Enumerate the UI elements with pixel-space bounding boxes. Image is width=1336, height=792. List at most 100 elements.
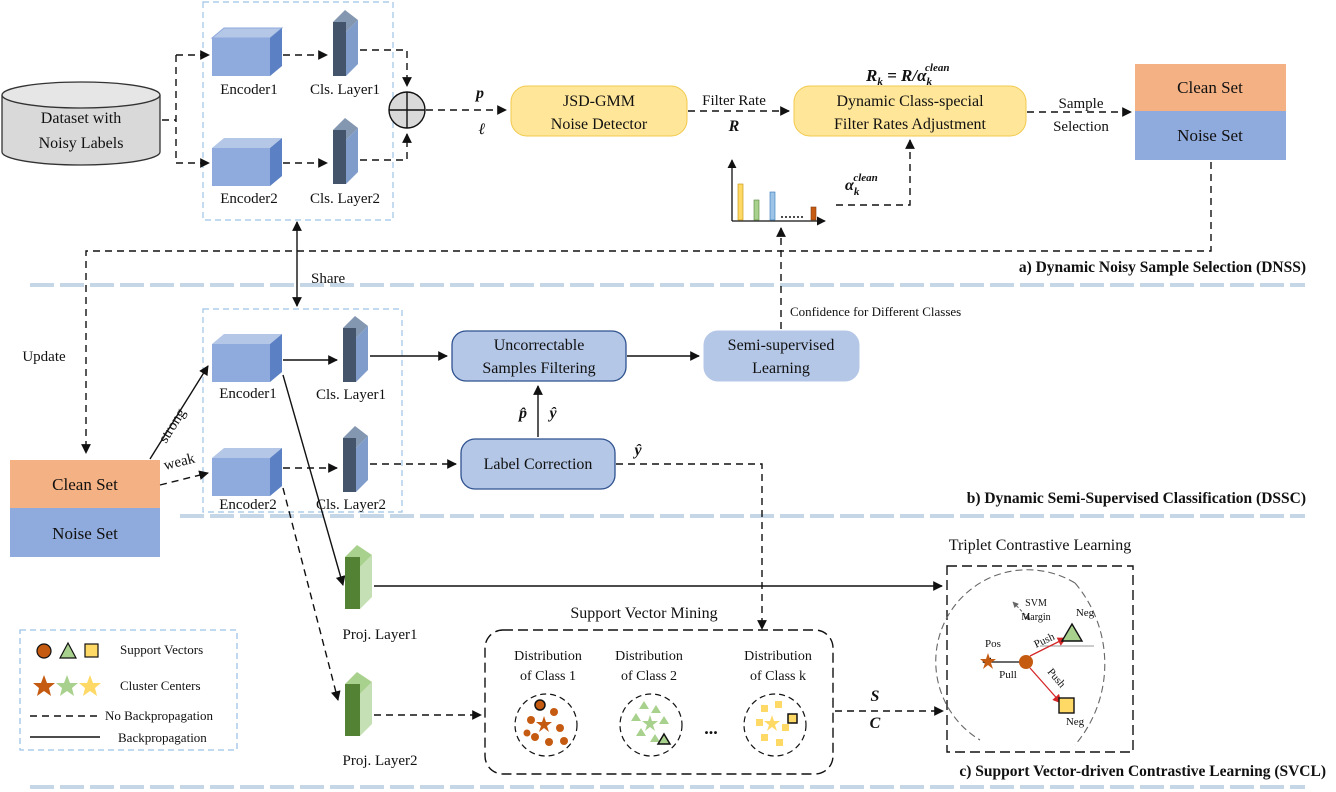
- dataset-label-2: Noisy Labels: [39, 135, 124, 152]
- detector-box: [510, 85, 688, 137]
- l-symbol: ℓ: [478, 121, 486, 138]
- svm-box: [484, 629, 834, 775]
- alpha-clean-label: αkclean: [845, 172, 878, 198]
- legend-cluster-centers: Cluster Centers: [120, 678, 201, 693]
- enc2-to-proj2: [282, 487, 341, 701]
- cls2-to-sum: [360, 133, 412, 161]
- p-symbol: p: [474, 85, 484, 102]
- classk-cluster: [743, 693, 807, 757]
- detector-label-1: JSD-GMM: [563, 93, 635, 110]
- update-feedback-line: [81, 162, 1212, 454]
- push-label-2: Push: [1045, 666, 1068, 690]
- alpha-to-adjust: [836, 139, 915, 206]
- weak-label: weak: [162, 451, 197, 474]
- legend-no-backprop: No Backpropagation: [105, 708, 213, 723]
- filtering-label-2: Samples Filtering: [482, 360, 595, 377]
- pos-label: Pos: [985, 638, 1001, 650]
- enc1-to-proj1: [282, 374, 346, 586]
- proj2-block: [345, 672, 372, 736]
- sum-node: [388, 91, 426, 129]
- dssc-encoder1-block: [212, 334, 282, 382]
- push-label-1: Push: [1032, 631, 1057, 651]
- triplet-title: Triplet Contrastive Learning: [949, 537, 1132, 554]
- dssc-noise-set-box: [10, 508, 160, 557]
- class1-cluster: [514, 693, 578, 757]
- filtering-box: [451, 330, 627, 382]
- dnss-noise-set-box: [1135, 111, 1286, 160]
- dnss-cls2-block: [333, 118, 358, 184]
- legend-support-vectors: Support Vectors: [120, 642, 203, 657]
- share-label: Share: [311, 271, 345, 287]
- detector-label-2: Noise Detector: [551, 116, 648, 133]
- confidence-label: Confidence for Different Classes: [790, 304, 961, 319]
- dssc-cls2-label: Cls. Layer2: [316, 497, 386, 513]
- dnss-cls1-block: [333, 10, 358, 76]
- dnss-clean-set-label: Clean Set: [1177, 78, 1243, 97]
- dnss-encoder1-block: [210, 27, 284, 76]
- dssc-encoder2-block: [212, 448, 282, 496]
- bar-chart-icon: [727, 159, 826, 226]
- triplet-box: [946, 565, 1134, 753]
- dataset-label-1: Dataset with: [41, 110, 121, 127]
- ssl-label-2: Learning: [752, 360, 810, 377]
- svm-margin-label-1: SVM: [1025, 598, 1047, 609]
- dssc-clean-set-label: Clean Set: [52, 475, 118, 494]
- dssc-encoder1-label: Encoder1: [219, 386, 276, 402]
- dssc-noise-set-label: Noise Set: [52, 524, 118, 543]
- dist1-label-1: Distribution: [514, 649, 582, 664]
- y-hat-symbol-2: ŷ: [632, 442, 642, 459]
- dnss-encoder2-label: Encoder2: [220, 191, 277, 207]
- svm-margin-label-2: Margin: [1021, 612, 1050, 623]
- filter-rate-label: Filter Rate: [702, 93, 766, 109]
- adjust-box: [793, 85, 1027, 137]
- update-label: Update: [22, 349, 66, 365]
- sample-selection-1: Sample: [1059, 96, 1104, 112]
- neg-label-top: Neg: [1076, 607, 1095, 619]
- p-hat-symbol: p̂: [517, 405, 527, 422]
- y-hat-symbol-1: ŷ: [547, 405, 557, 422]
- dnss-encoder-group: [202, 1, 394, 221]
- dataset-cylinder: Dataset with Noisy Labels: [1, 81, 161, 166]
- dataset-split-line: [162, 55, 177, 163]
- s-symbol: S: [871, 688, 880, 705]
- distk-label-1: Distribution: [744, 649, 812, 664]
- triplet-illustration: [935, 569, 1106, 746]
- r-symbol: R: [728, 118, 740, 135]
- dist2-label-2: of Class 2: [621, 669, 677, 684]
- pull-label: Pull: [999, 669, 1017, 681]
- svm-title: Support Vector Mining: [570, 605, 717, 622]
- ssl-box: [703, 330, 860, 382]
- label-correction-label: Label Correction: [484, 456, 593, 473]
- dnss-cls2-label: Cls. Layer2: [310, 191, 380, 207]
- dnss-noise-set-label: Noise Set: [1177, 126, 1243, 145]
- dnss-title: a) Dynamic Noisy Sample Selection (DNSS): [1019, 259, 1306, 276]
- strong-label: strong: [156, 405, 190, 446]
- legend-box: [19, 629, 238, 751]
- cls1-to-sum: [360, 49, 412, 87]
- dssc-title: b) Dynamic Semi-Supervised Classificatio…: [967, 490, 1306, 507]
- dnss-encoder1-label: Encoder1: [220, 82, 277, 98]
- rk-formula: Rk = R/αkclean: [865, 62, 949, 88]
- legend-backprop: Backpropagation: [118, 730, 207, 745]
- dssc-encoder-group: [202, 308, 403, 513]
- dssc-encoder2-label: Encoder2: [219, 497, 276, 513]
- svcl-title: c) Support Vector-driven Contrastive Lea…: [959, 763, 1326, 780]
- proj2-label: Proj. Layer2: [343, 753, 418, 769]
- dssc-clean-set-box: [10, 460, 160, 508]
- ssl-label-1: Semi-supervised: [728, 337, 835, 354]
- dist1-label-2: of Class 1: [520, 669, 576, 684]
- correction-to-svm: [616, 463, 767, 630]
- ellipsis-label: ...: [704, 718, 718, 738]
- legend-support-vector-icons: [36, 641, 99, 659]
- dssc-cls1-block: [343, 316, 368, 382]
- legend-cluster-center-icons: [33, 675, 101, 696]
- filtering-label-1: Uncorrectable: [494, 337, 585, 354]
- class2-cluster: [619, 693, 683, 757]
- weak-arrow: [159, 470, 209, 486]
- dssc-cls1-label: Cls. Layer1: [316, 387, 386, 403]
- dnss-clean-set-box: [1135, 64, 1286, 111]
- adjust-label-2: Filter Rates Adjustment: [834, 116, 987, 133]
- c-symbol: C: [870, 715, 881, 732]
- dist2-label-1: Distribution: [615, 649, 683, 664]
